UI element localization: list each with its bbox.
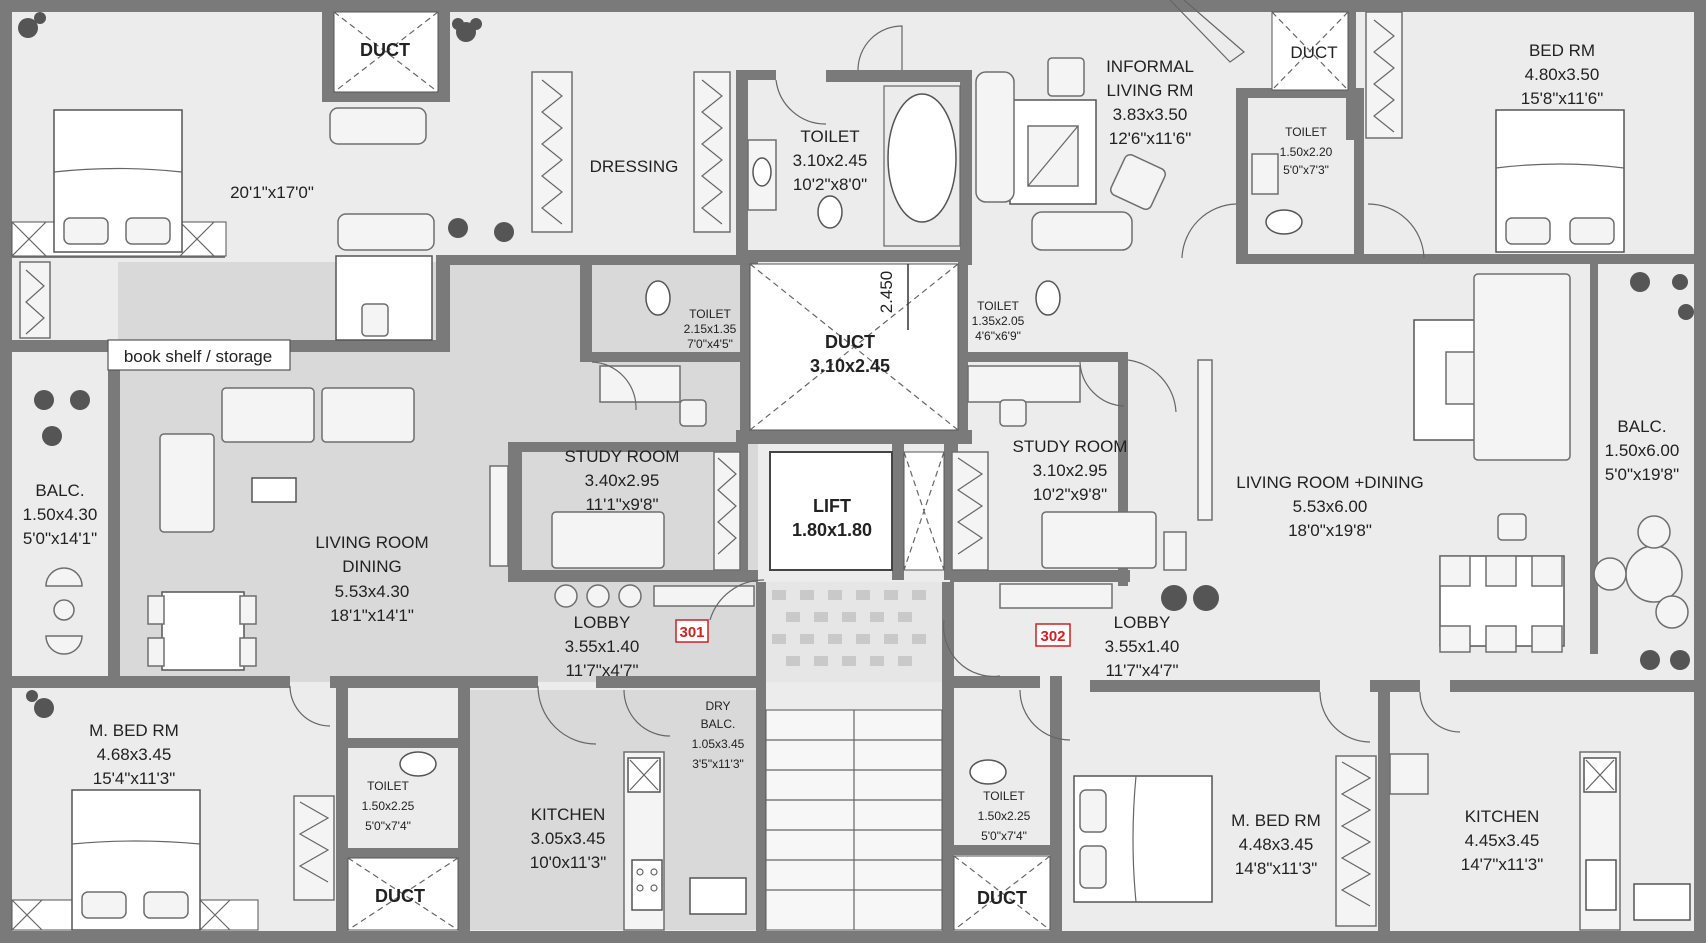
balcony-seats: [45, 515, 1689, 655]
bed-rm-top-right-size-ft: 15'8"x11'6": [1521, 89, 1604, 108]
living-furniture: [147, 57, 1571, 671]
duct-bottom-right-label: DUCT: [977, 888, 1027, 908]
balc-left-size-m: 1.50x4.30: [23, 505, 98, 524]
mbed-right-size-m: 4.48x3.45: [1239, 835, 1314, 854]
kitchen-left-size-m: 3.05x3.45: [531, 829, 606, 848]
toilet-top-label: TOILET: [800, 127, 859, 146]
balc-left-label: BALC.: [35, 481, 84, 500]
book-shelf-label: book shelf / storage: [124, 347, 272, 366]
lobby-right-size-m: 3.55x1.40: [1105, 637, 1180, 656]
informal-living-size-ft: 12'6"x11'6": [1109, 129, 1192, 148]
kitchen-left-floor: [460, 690, 630, 930]
toilet-bottom-right-label: TOILET: [983, 789, 1025, 803]
beds: [53, 109, 1625, 931]
study-left-label: STUDY ROOM: [565, 447, 680, 466]
study-left-size-m: 3.40x2.95: [585, 471, 660, 490]
toilet-small-left-label: TOILET: [689, 307, 731, 321]
dry-balc-label2: BALC.: [701, 717, 736, 731]
duct-center-size: 3.10x2.45: [810, 356, 890, 376]
study-right-size-m: 3.10x2.95: [1033, 461, 1108, 480]
flat-tag-301: 301: [675, 619, 709, 643]
dressing-label: DRESSING: [590, 157, 679, 176]
plants: [18, 12, 1694, 718]
duct-top-left-label: DUCT: [360, 40, 410, 60]
study-right-size-ft: 10'2"x9'8": [1033, 485, 1107, 504]
living-left-size-ft: 18'1"x14'1": [330, 606, 414, 625]
study-right-label: STUDY ROOM: [1013, 437, 1128, 456]
wardrobes: [19, 11, 1403, 927]
mbed-right-label: M. BED RM: [1231, 811, 1321, 830]
informal-living-label1: INFORMAL: [1106, 57, 1194, 76]
toilet-fixtures: [399, 85, 1303, 785]
duct-boxes: [333, 11, 1349, 931]
mbed-left-size-ft: 15'4"x11'3": [93, 769, 176, 788]
balc-right-size-m: 1.50x6.00: [1605, 441, 1680, 460]
duct-bottom-left-label: DUCT: [375, 886, 425, 906]
toilet-small-right-label: TOILET: [977, 299, 1019, 313]
living-left-label1: LIVING ROOM: [315, 533, 428, 552]
duct-top-right-label: DUCT: [1290, 43, 1337, 62]
kitchen-right-size-ft: 14'7"x11'3": [1461, 855, 1544, 874]
mbed-left-label: M. BED RM: [89, 721, 179, 740]
toilet-bottom-right-size-ft: 5'0"x7'4": [981, 829, 1027, 843]
living-right-size-m: 5.53x6.00: [1293, 497, 1368, 516]
duct-center-dimension: 2.450: [877, 271, 896, 314]
lobby-left-size-ft: 11'7"x4'7": [565, 661, 638, 680]
living-right-label: LIVING ROOM +DINING: [1236, 473, 1424, 492]
toilet-bottom-left-size-ft: 5'0"x7'4": [365, 819, 411, 833]
lobby-right-label: LOBBY: [1114, 613, 1171, 632]
toilet-bottom-left-label: TOILET: [367, 779, 409, 793]
dry-balc-size-m: 1.05x3.45: [692, 737, 745, 751]
balc-left-size-ft: 5'0"x14'1": [23, 529, 97, 548]
bed-rm-top-right-size-m: 4.80x3.50: [1525, 65, 1600, 84]
toilet-top-size-m: 3.10x2.45: [793, 151, 868, 170]
toilet-bottom-left-size-m: 1.50x2.25: [362, 799, 415, 813]
lobby-tiles: [772, 590, 926, 666]
staircase: [765, 709, 943, 931]
toilet-top-right-size-m: 1.50x2.20: [1280, 145, 1333, 159]
toilet-top-right-label: TOILET: [1285, 125, 1327, 139]
bed-top-left-size: 20'1"x17'0": [230, 183, 314, 202]
duct-center-label: DUCT: [825, 332, 875, 352]
lift-label: LIFT: [813, 496, 851, 516]
lobby-left-size-m: 3.55x1.40: [565, 637, 640, 656]
book-shelf-box: [107, 339, 291, 371]
toilet-top-right-size-ft: 5'0"x7'3": [1283, 163, 1329, 177]
lift-size: 1.80x1.80: [792, 520, 872, 540]
balc-right-size-ft: 5'0"x19'8": [1605, 465, 1679, 484]
toilet-small-right-size-m: 1.35x2.05: [972, 314, 1025, 328]
toilet-top-size-ft: 10'2"x8'0": [793, 175, 867, 194]
door-swings: [289, 0, 1461, 745]
informal-living-size-m: 3.83x3.50: [1113, 105, 1188, 124]
toilet-small-left-size-m: 2.15x1.35: [684, 322, 737, 336]
lobby-left-label: LOBBY: [574, 613, 631, 632]
kitchen-left-size-ft: 10'0x11'3": [530, 853, 607, 872]
balc-right-label: BALC.: [1617, 417, 1666, 436]
svg-text:302: 302: [1040, 628, 1065, 645]
living-right-size-ft: 18'0"x19'8": [1288, 521, 1372, 540]
toilet-small-left-size-ft: 7'0"x4'5": [687, 337, 733, 351]
lobby-right-size-ft: 11'7"x4'7": [1105, 661, 1178, 680]
bed-rm-top-right-label: BED RM: [1529, 41, 1595, 60]
kitchen-right-label: KITCHEN: [1465, 807, 1540, 826]
toilet-bottom-right-size-m: 1.50x2.25: [978, 809, 1031, 823]
kitchen-fixtures: [623, 751, 1691, 931]
kitchen-left-label: KITCHEN: [531, 805, 606, 824]
living-left-label2: DINING: [342, 557, 402, 576]
mbed-left-size-m: 4.68x3.45: [97, 745, 172, 764]
informal-living-label2: LIVING RM: [1107, 81, 1194, 100]
flat-tag-302: 302: [1035, 623, 1071, 647]
svg-text:301: 301: [679, 624, 704, 641]
mbed-right-size-ft: 14'8"x11'3": [1235, 859, 1318, 878]
toilet-small-right-size-ft: 4'6"x6'9": [975, 329, 1021, 343]
living-left-size-m: 5.53x4.30: [335, 582, 410, 601]
lift-car: [769, 451, 893, 571]
kitchen-right-size-m: 4.45x3.45: [1465, 831, 1540, 850]
dry-balc-label1: DRY: [705, 699, 730, 713]
dry-balc-size-ft: 3'5"x11'3": [692, 757, 744, 771]
study-left-size-ft: 11'1"x9'8": [585, 495, 658, 514]
